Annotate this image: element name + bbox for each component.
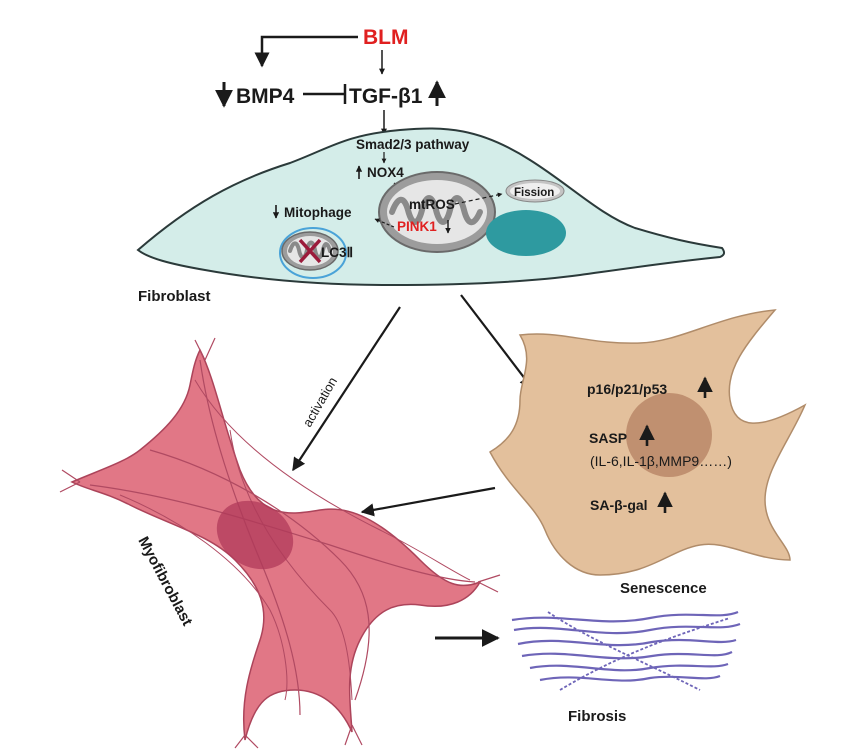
nox4-label: NOX4 (367, 165, 404, 180)
fission-mitochondrion-icon (505, 179, 565, 203)
blm-to-bmp4-arrow (254, 35, 358, 68)
senescence-to-myofibroblast-arrow (360, 486, 496, 517)
smad-label: Smad2/3 pathway (356, 137, 470, 152)
fission-label: Fission (514, 187, 554, 199)
pink1-label: PINK1 (397, 219, 437, 234)
fibroblast-label: Fibroblast (138, 288, 211, 305)
activation-arrow (292, 306, 401, 472)
tgfb1-label: TGF-β1 (349, 85, 423, 108)
blm-label: BLM (363, 26, 409, 49)
mitophage-label: Mitophage (284, 205, 352, 220)
fibroblast-nucleus (486, 210, 566, 256)
mitochondrion-icon (378, 171, 496, 253)
fibrosis-fibers-icon (511, 610, 741, 691)
pink1-to-mitophage-arrow (374, 218, 395, 228)
sasp-list-label: (IL-6,IL-1β,MMP9……) (590, 453, 732, 469)
myofibroblast-cell (59, 337, 501, 749)
myofibroblast-label: Myofibroblast (134, 534, 195, 629)
mtros-to-fission-arrow (454, 192, 503, 205)
sasp-label: SASP (589, 430, 627, 446)
fibroblast-to-senescence-arrow (460, 294, 533, 390)
fibrosis-label: Fibrosis (568, 708, 626, 725)
bmp4-label: BMP4 (236, 85, 295, 108)
blocked-x-icon (298, 238, 322, 264)
senescence-label: Senescence (620, 580, 707, 597)
p16-label: p16/p21/p53 (587, 381, 667, 397)
mtros-label: mtROS (409, 197, 455, 212)
activation-label: activation (300, 374, 340, 429)
senescence-nucleus (626, 393, 712, 477)
sagal-label: SA-β-gal (590, 497, 648, 513)
lc3-label: LC3Ⅱ (321, 245, 353, 260)
